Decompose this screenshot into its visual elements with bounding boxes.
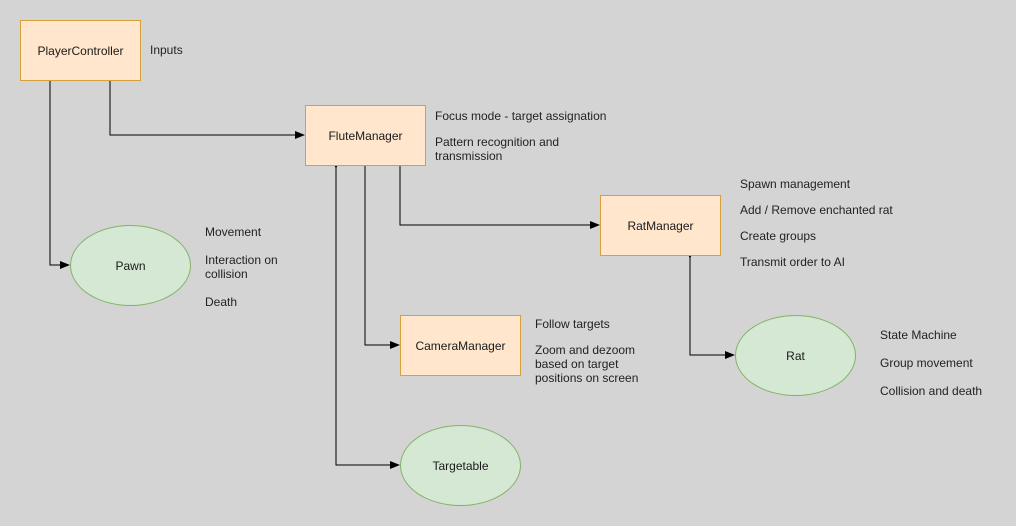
rat-manager-note-spawn: Spawn management [740, 177, 851, 191]
pawn-note-death: Death [205, 295, 238, 309]
rat-node[interactable]: Rat [735, 315, 856, 396]
player-controller-node[interactable]: PlayerController [20, 20, 141, 81]
targetable-node[interactable]: Targetable [400, 425, 521, 506]
camera-manager-note-zoom: Zoom and dezoom based on target position… [535, 343, 639, 385]
flute-manager-node[interactable]: FluteManager [305, 105, 426, 166]
camera-manager-node[interactable]: CameraManager [400, 315, 521, 376]
pawn-note-interaction: Interaction on collision [205, 253, 278, 281]
rat-manager-node[interactable]: RatManager [600, 195, 721, 256]
edge-flutemanager-targetable [332, 159, 400, 469]
rat-manager-note-add-remove: Add / Remove enchanted rat [740, 203, 893, 217]
player-controller-note-inputs: Inputs [150, 43, 183, 57]
rat-manager-note-transmit-order: Transmit order to AI [740, 255, 845, 269]
edge-ratmanager-rat [686, 249, 735, 359]
rat-note-state-machine: State Machine [880, 328, 957, 342]
edge-playercontroller-flutemanager [109, 80, 305, 139]
pawn-note-movement: Movement [205, 225, 262, 239]
rat-manager-note-create-groups: Create groups [740, 229, 817, 243]
rat-note-collision-death: Collision and death [880, 384, 983, 398]
rat-note-group-movement: Group movement [880, 356, 973, 370]
flute-manager-note-pattern-recognition: Pattern recognition and transmission [435, 135, 560, 163]
edge-flutemanager-ratmanager [399, 165, 600, 229]
flute-manager-note-focus-mode: Focus mode - target assignation [435, 109, 607, 123]
edge-flutemanager-cameramanager [364, 165, 400, 349]
edge-playercontroller-pawn [49, 80, 70, 269]
pawn-node[interactable]: Pawn [70, 225, 191, 306]
camera-manager-note-follow: Follow targets [535, 317, 610, 331]
